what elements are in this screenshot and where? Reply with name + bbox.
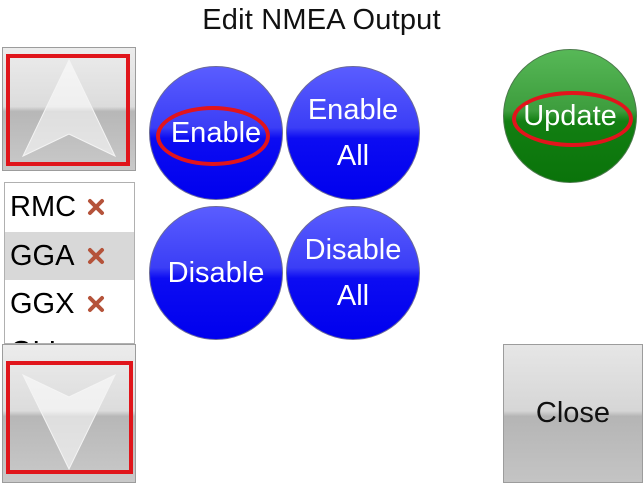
arrow-up-icon [21, 58, 117, 158]
disable-label: Disable [167, 257, 265, 289]
disable-all-button[interactable]: Disable All [286, 206, 420, 340]
x-icon [88, 296, 104, 312]
sentence-name: GGA [10, 239, 75, 272]
update-button[interactable]: Update [503, 49, 637, 183]
disable-all-label-line2: All [336, 280, 370, 312]
disable-button[interactable]: Disable [149, 206, 283, 340]
sentence-name: GGX [10, 287, 75, 320]
close-button[interactable]: Close [503, 344, 643, 483]
arrow-down-icon [21, 373, 117, 471]
enable-all-label-line1: Enable [307, 94, 399, 126]
scroll-down-button[interactable] [2, 344, 136, 483]
sentence-name: GLL [10, 336, 86, 344]
sentence-list[interactable]: RMC GGA GGX GLL [4, 182, 135, 344]
x-icon [88, 248, 104, 264]
enable-all-label-line2: All [336, 140, 370, 172]
scroll-up-button[interactable] [2, 47, 136, 171]
list-item[interactable]: GGX [5, 280, 134, 328]
page-title: Edit NMEA Output [202, 4, 441, 36]
highlight-frame [6, 361, 133, 474]
enable-button[interactable]: Enable [149, 66, 283, 200]
sentence-name: RMC [10, 190, 77, 223]
disable-all-label-line1: Disable [304, 234, 402, 266]
highlight-frame [6, 54, 130, 166]
list-item[interactable]: GLL [5, 328, 134, 344]
enable-label: Enable [170, 117, 262, 149]
x-icon [88, 199, 104, 215]
close-label: Close [535, 397, 611, 429]
enable-all-button[interactable]: Enable All [286, 66, 420, 200]
list-item[interactable]: RMC [5, 183, 134, 231]
list-item[interactable]: GGA [5, 232, 134, 280]
update-label: Update [523, 100, 617, 132]
